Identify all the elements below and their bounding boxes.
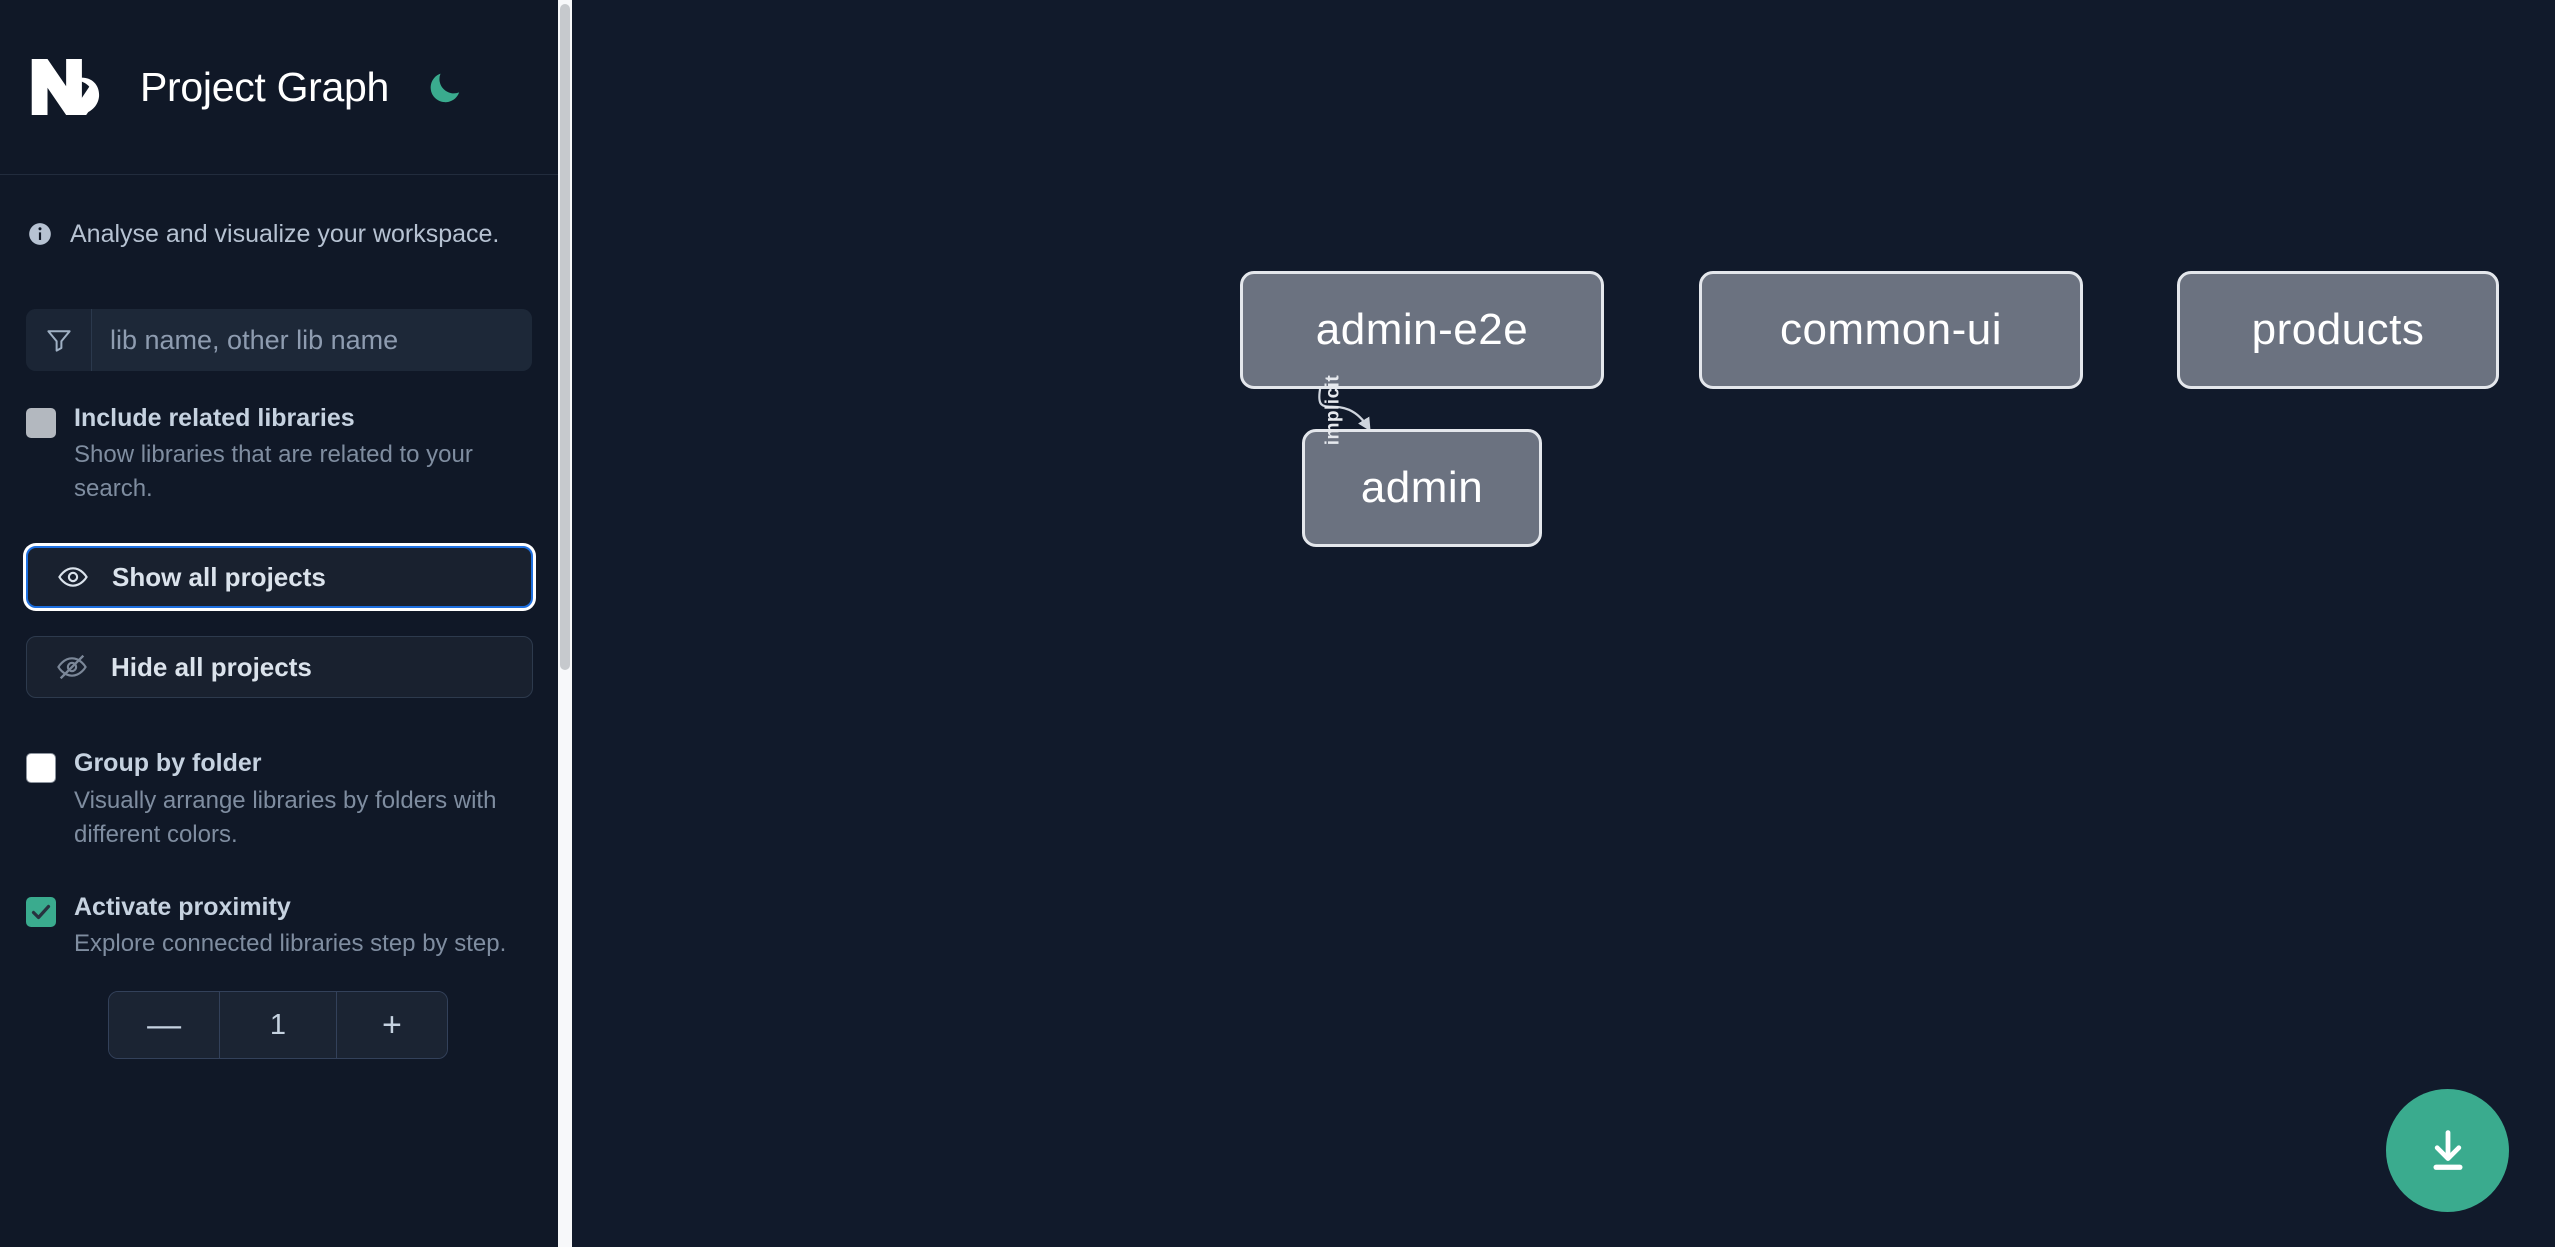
activate-proximity-checkbox[interactable] — [26, 896, 56, 927]
filter-icon[interactable] — [26, 309, 92, 371]
option-text: Group by folder Visually arrange librari… — [74, 748, 532, 851]
download-graph-button[interactable] — [2386, 1089, 2509, 1212]
graph-node-admin-e2e[interactable]: admin-e2e — [1240, 271, 1604, 389]
sidebar-header: Project Graph — [0, 0, 558, 175]
graph-node-admin[interactable]: admin — [1302, 429, 1542, 547]
group-by-folder-checkbox[interactable] — [26, 753, 56, 784]
search-input[interactable] — [92, 309, 532, 371]
search-row — [26, 309, 532, 371]
tagline-text: Analyse and visualize your workspace. — [70, 219, 500, 248]
option-text: Include related libraries Show libraries… — [74, 403, 532, 506]
tagline: Analyse and visualize your workspace. — [26, 175, 532, 285]
option-group-by-folder[interactable]: Group by folder Visually arrange librari… — [26, 748, 532, 851]
graph-node-label: products — [2251, 305, 2425, 354]
option-include-related-libraries[interactable]: Include related libraries Show libraries… — [26, 403, 532, 506]
search-box[interactable] — [26, 309, 532, 371]
option-description: Explore connected libraries step by step… — [74, 930, 507, 958]
option-description: Show libraries that are related to your … — [74, 441, 473, 503]
option-description: Visually arrange libraries by folders wi… — [74, 786, 497, 848]
option-label: Activate proximity — [74, 892, 291, 921]
page-title: Project Graph — [140, 63, 390, 110]
graph-node-label: admin-e2e — [1315, 305, 1529, 354]
graph-node-label: common-ui — [1779, 305, 2003, 354]
option-activate-proximity[interactable]: Activate proximity Explore connected lib… — [26, 892, 532, 961]
graph-edges-layer — [1318, 388, 1371, 432]
proximity-decrement-button[interactable]: — — [109, 992, 220, 1059]
moon-icon[interactable] — [423, 65, 467, 109]
option-label: Include related libraries — [74, 404, 355, 432]
hide-all-projects-label: Hide all projects — [111, 651, 312, 682]
project-visibility-buttons: Show all projects Hide all projects — [26, 546, 533, 699]
nx-logo-icon — [26, 56, 112, 118]
proximity-stepper[interactable]: — 1 + — [108, 991, 448, 1060]
graph-node-label: admin — [1360, 463, 1484, 512]
show-all-projects-button[interactable]: Show all projects — [26, 546, 533, 609]
sidebar-scrollbar-thumb[interactable] — [560, 4, 570, 670]
stepper-divider-right — [335, 992, 337, 1059]
sidebar: Project Graph Analyse and visualize your… — [0, 0, 558, 1247]
option-label: Group by folder — [74, 749, 262, 778]
graph-edge-admin-e2e-to-admin — [1318, 388, 1371, 432]
hide-all-projects-button[interactable]: Hide all projects — [26, 636, 533, 699]
stepper-divider-left — [219, 992, 221, 1059]
info-icon — [26, 220, 54, 248]
include-related-libraries-checkbox[interactable] — [26, 408, 56, 438]
sidebar-body: Analyse and visualize your workspace. In… — [0, 175, 558, 1060]
download-icon — [2432, 1129, 2463, 1170]
sidebar-scrollbar[interactable] — [558, 0, 572, 1247]
eye-off-icon — [55, 650, 89, 684]
graph-node-common-ui[interactable]: common-ui — [1699, 271, 2083, 389]
proximity-stepper-wrap: — 1 + — [26, 991, 532, 1060]
proximity-value: 1 — [269, 1008, 287, 1041]
graph-canvas[interactable]: admin-e2ecommon-uiproductsstore-e2eadmin… — [572, 0, 2555, 1247]
option-text: Activate proximity Explore connected lib… — [74, 892, 532, 961]
show-all-projects-label: Show all projects — [112, 561, 326, 592]
proximity-increment-button[interactable]: + — [336, 992, 447, 1059]
graph-node-products[interactable]: products — [2177, 271, 2499, 389]
eye-icon — [56, 560, 90, 594]
